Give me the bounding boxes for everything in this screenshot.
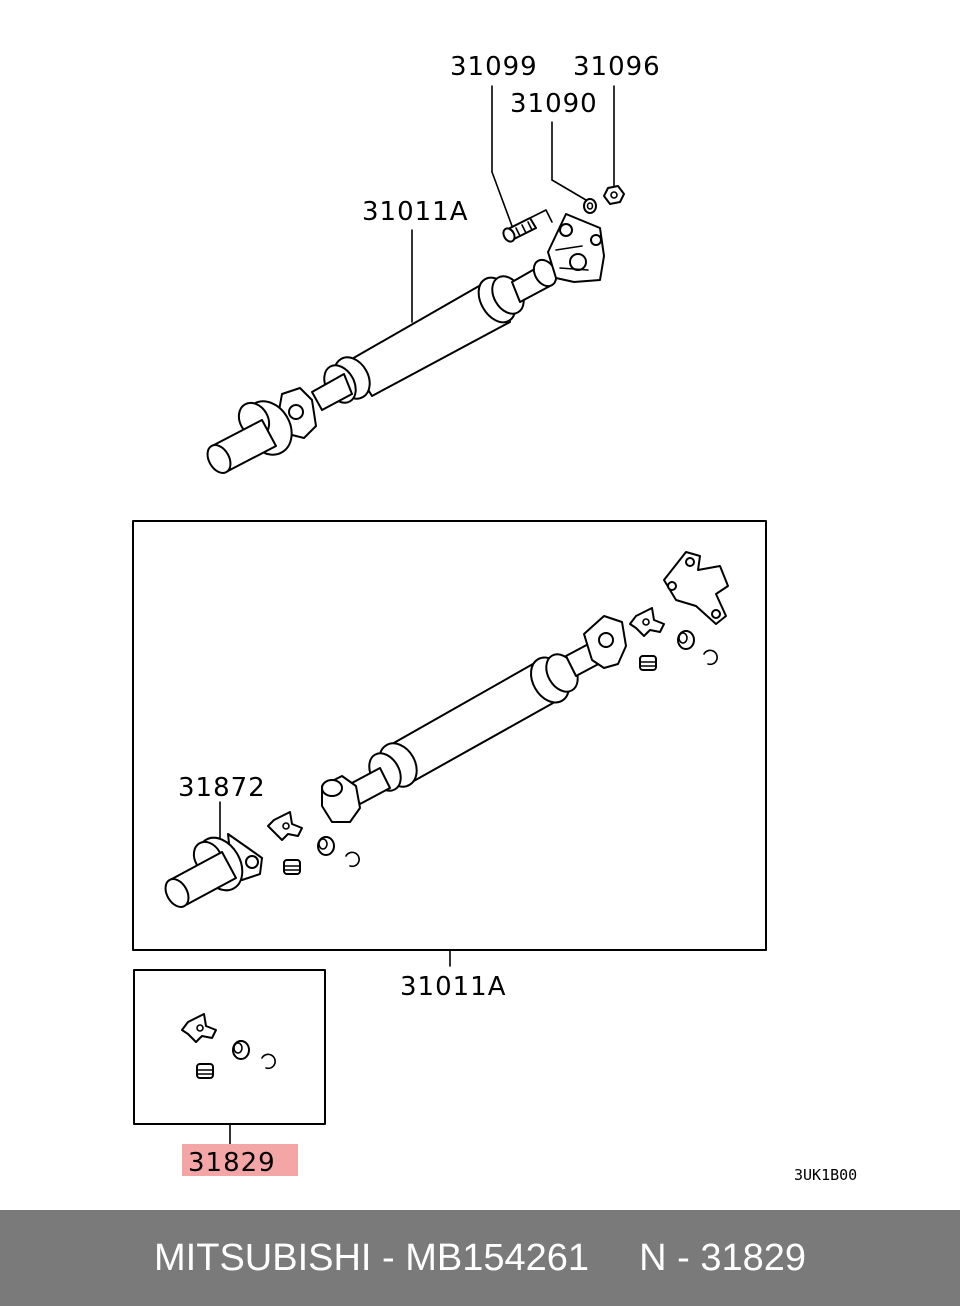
callout-31096[interactable]: 31096 <box>573 52 661 82</box>
drive-shaft-top-drawing <box>206 185 625 474</box>
callout-31011a-top[interactable]: 31011A <box>362 197 469 227</box>
callout-31090[interactable]: 31090 <box>510 89 598 119</box>
drawing-code: 3UK1B00 <box>794 1166 857 1184</box>
leader-lines-top <box>411 85 615 323</box>
parts-diagram: 31099 31096 31090 31011A <box>132 52 857 1184</box>
callout-31829[interactable]: 31829 <box>188 1148 276 1178</box>
footer-brand: MITSUBISHI <box>154 1236 372 1279</box>
footer-bar: MITSUBISHI - MB154261 N - 31829 <box>0 1210 960 1306</box>
joint-kit-box <box>133 969 326 1125</box>
callout-31872[interactable]: 31872 <box>178 773 266 803</box>
callout-31829-highlight <box>182 1144 298 1176</box>
callout-31011a-assembly[interactable]: 31011A <box>400 972 507 1002</box>
drive-shaft-exploded-drawing <box>164 551 729 908</box>
footer-ref-prefix: N <box>639 1236 667 1279</box>
footer-separator: - <box>371 1236 406 1279</box>
footer-ref-number: 31829 <box>700 1236 806 1279</box>
callout-31099[interactable]: 31099 <box>450 52 538 82</box>
footer-part-number: MB154261 <box>405 1236 590 1279</box>
joint-kit-drawing <box>181 1013 276 1079</box>
footer-ref-separator: - <box>666 1236 701 1279</box>
